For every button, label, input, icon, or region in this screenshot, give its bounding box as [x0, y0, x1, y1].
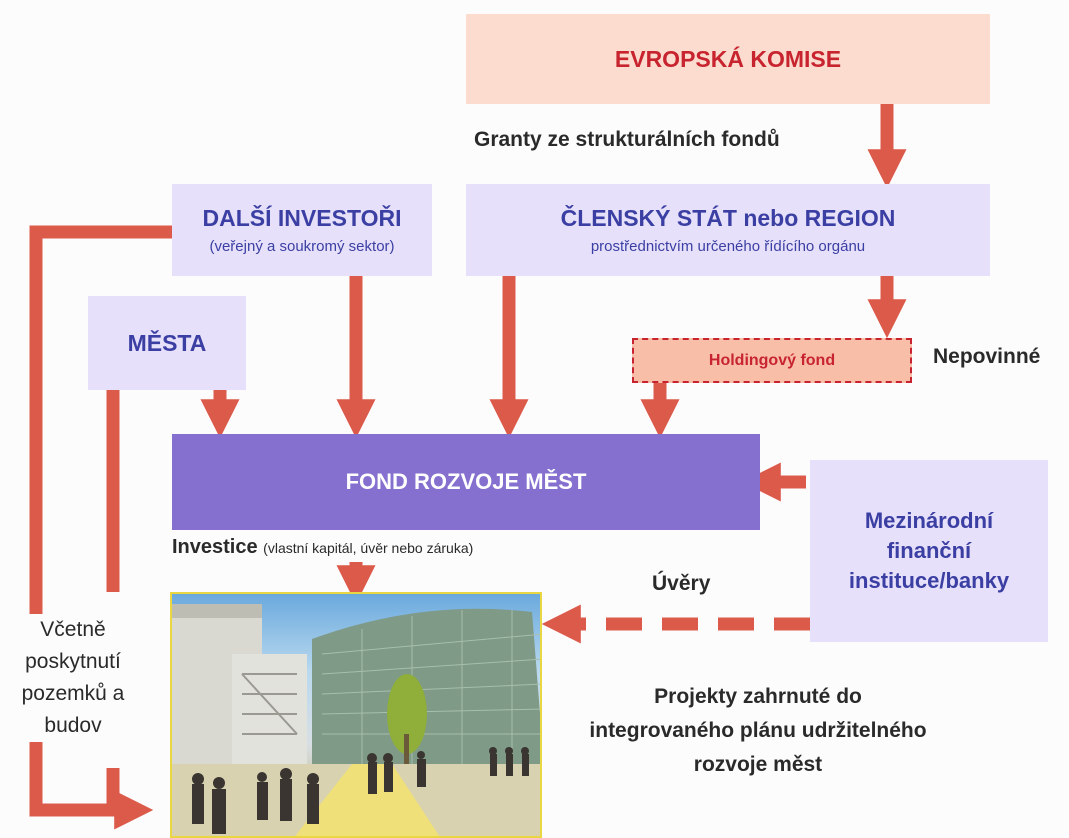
member-state-box: ČLENSKÝ STÁT nebo REGION prostřednictvím…: [466, 184, 990, 276]
cities-box: MĚSTA: [88, 296, 246, 390]
loans-label: Úvěry: [652, 572, 711, 595]
investment-label: Investice (vlastní kapitál, úvěr nebo zá…: [172, 536, 473, 559]
other-investors-box: DALŠÍ INVESTOŘI (veřejný a soukromý sekt…: [172, 184, 432, 276]
grants-label: Granty ze strukturálních fondů: [474, 128, 780, 151]
investment-detail: (vlastní kapitál, úvěr nebo záruka): [263, 540, 474, 556]
other-investors-title: DALŠÍ INVESTOŘI: [202, 205, 402, 231]
arrow-investors-land-loop: [29, 225, 172, 830]
building-photo-icon: [172, 604, 540, 836]
ifi-box: Mezinárodní finanční instituce/banky: [810, 460, 1048, 642]
projects-photo: [170, 592, 542, 838]
commission-label: EVROPSKÁ KOMISE: [614, 45, 842, 72]
member-state-title: ČLENSKÝ STÁT nebo REGION: [560, 205, 896, 231]
member-state-subtitle: prostřednictvím určeného řídícího orgánu: [590, 238, 866, 255]
investment-title: Investice: [172, 536, 258, 558]
urban-fund-box: FOND ROZVOJE MĚST: [172, 434, 760, 530]
holding-fund-box: Holdingový fond: [632, 338, 912, 383]
projects-label: Projekty zahrnuté do integrovaného plánu…: [589, 685, 927, 776]
commission-box: EVROPSKÁ KOMISE: [466, 14, 990, 104]
urban-fund-label: FOND ROZVOJE MĚST: [345, 469, 587, 494]
holding-fund-label: Holdingový fond: [708, 351, 836, 369]
optional-label: Nepovinné: [933, 345, 1041, 368]
ifi-label: Mezinárodní finanční instituce/banky: [848, 508, 1010, 593]
cities-label: MĚSTA: [127, 329, 207, 356]
other-investors-subtitle: (veřejný a soukromý sektor): [209, 238, 395, 255]
land-label: Včetně poskytnutí pozemků a budov: [0, 614, 148, 742]
